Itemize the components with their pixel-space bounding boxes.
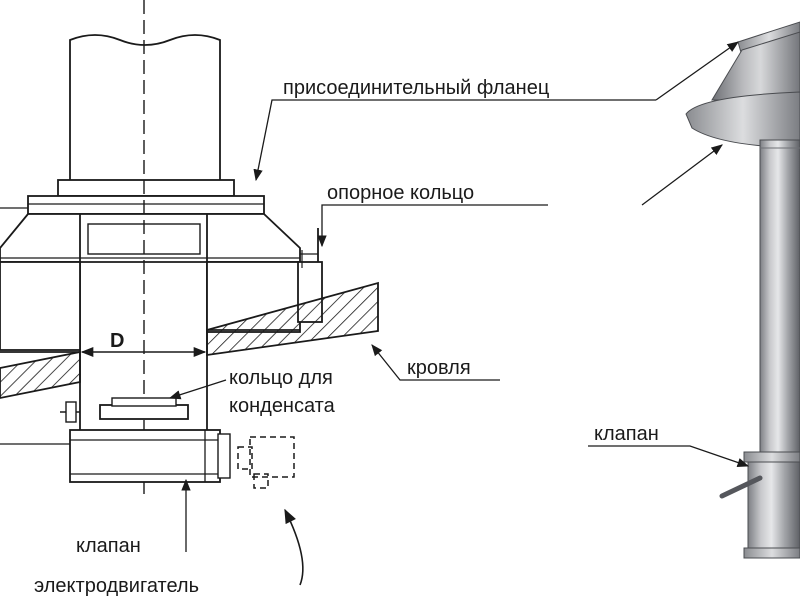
leader-roof — [371, 344, 500, 381]
motor-dashed — [237, 436, 295, 489]
leader-right-top — [655, 41, 739, 101]
valve-left-label: клапан — [76, 535, 141, 557]
leader-flange — [253, 99, 656, 182]
product-flange-disc — [685, 91, 800, 149]
left-labels: присоединительный фланец опорное кольцо … — [34, 77, 549, 597]
product-cone — [711, 31, 800, 101]
roof-slab-right — [206, 281, 379, 357]
diameter-label: D — [110, 330, 124, 352]
technical-drawing — [0, 0, 656, 586]
leader-condensate — [168, 379, 227, 400]
product-valve-handle — [719, 475, 763, 499]
leader-motor — [284, 508, 304, 586]
flange-plate-bottom — [27, 195, 265, 215]
product-image: клапан — [588, 21, 800, 559]
upper-duct — [69, 34, 221, 182]
support-ring-label: опорное кольцо — [327, 182, 474, 204]
roof-label: кровля — [407, 357, 471, 379]
product-pipe — [759, 139, 800, 461]
leader-support-ring — [317, 204, 548, 248]
condensate-ring-label-2: конденсата — [229, 395, 336, 417]
motor-label: электродвигатель — [34, 575, 199, 597]
product-valve-section — [747, 453, 800, 555]
leader-right-valve — [588, 445, 750, 467]
condensate-ring — [99, 404, 189, 420]
roof-slab-left — [0, 350, 81, 399]
flange-label: присоединительный фланец — [283, 77, 549, 99]
condensate-ring-label-1: кольцо для — [229, 367, 333, 389]
leader-right-middle — [641, 144, 723, 206]
valve-housing — [69, 429, 221, 483]
housing-left — [0, 261, 81, 351]
valve-right-label: клапан — [594, 423, 659, 445]
flange-plate-top — [57, 179, 235, 197]
